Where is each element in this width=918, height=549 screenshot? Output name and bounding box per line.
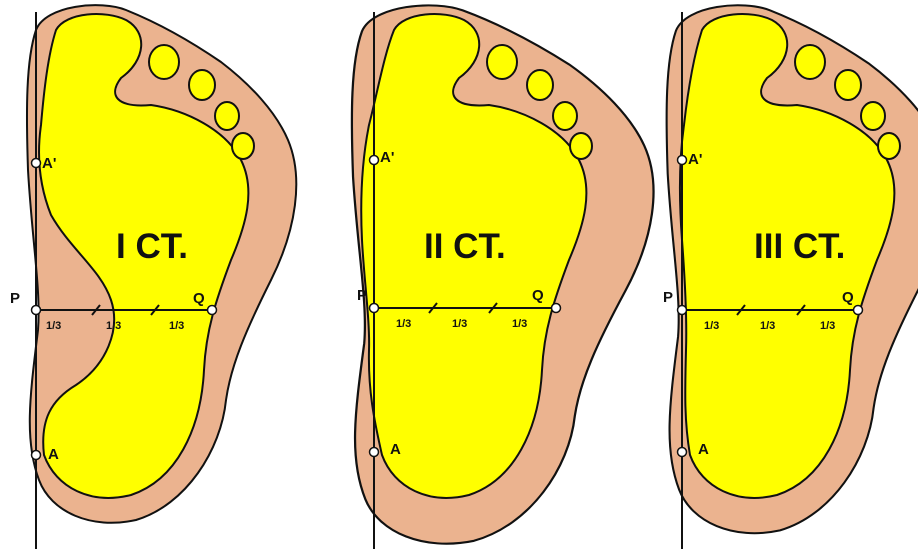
point-a-prime <box>32 159 41 168</box>
label-q: Q <box>842 289 854 306</box>
label-q: Q <box>532 287 544 304</box>
label-a-prime: A' <box>688 151 702 168</box>
point-a-prime <box>678 156 687 165</box>
point-q <box>208 306 217 315</box>
label-a: A <box>48 446 59 463</box>
fraction-label: 1/3 <box>106 320 121 332</box>
point-p <box>678 306 687 315</box>
point-a <box>678 448 687 457</box>
fraction-label: 1/3 <box>820 320 835 332</box>
panel-3: III CT. A' P Q A 1/3 1/3 1/3 <box>663 5 918 549</box>
label-a: A <box>390 441 401 458</box>
fraction-label: 1/3 <box>452 318 467 330</box>
fraction-label: 1/3 <box>512 318 527 330</box>
fraction-label: 1/3 <box>396 318 411 330</box>
point-q <box>854 306 863 315</box>
label-p: P <box>10 290 20 307</box>
label-a: A <box>698 441 709 458</box>
label-q: Q <box>193 290 205 307</box>
panel-2: II CT. A' P Q A 1/3 1/3 1/3 <box>352 5 654 549</box>
point-a-prime <box>370 156 379 165</box>
panel-title: III CT. <box>754 227 845 266</box>
fraction-label: 1/3 <box>169 320 184 332</box>
label-a-prime: A' <box>380 149 394 166</box>
point-a <box>32 451 41 460</box>
point-p <box>32 306 41 315</box>
panel-title: I CT. <box>116 227 188 266</box>
fraction-label: 1/3 <box>46 320 61 332</box>
point-p <box>370 304 379 313</box>
label-p: P <box>357 287 367 304</box>
fraction-label: 1/3 <box>704 320 719 332</box>
fraction-label: 1/3 <box>760 320 775 332</box>
label-p: P <box>663 289 673 306</box>
point-q <box>552 304 561 313</box>
panel-title: II CT. <box>424 227 506 266</box>
label-a-prime: A' <box>42 155 56 172</box>
panel-1: I CT. A' P Q A 1/3 1/3 1/3 <box>10 5 296 549</box>
point-a <box>370 448 379 457</box>
